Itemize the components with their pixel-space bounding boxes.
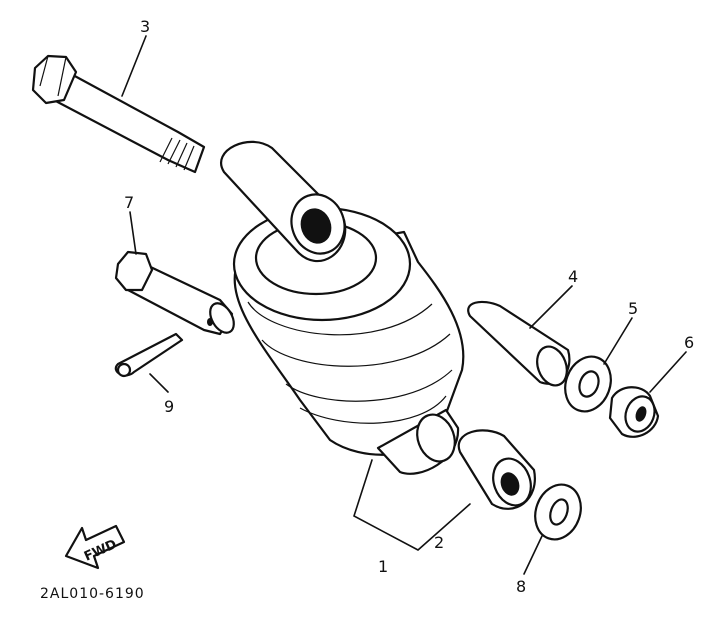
callout-6: 6 xyxy=(684,333,694,352)
callout-9: 9 xyxy=(164,397,174,416)
bushing-part-2 xyxy=(457,429,536,510)
pin-part-7 xyxy=(114,250,235,336)
callout-1: 1 xyxy=(378,557,388,576)
washer-part-5 xyxy=(564,355,612,413)
collar-part-4 xyxy=(467,300,571,387)
callout-7: 7 xyxy=(124,193,134,212)
callout-8: 8 xyxy=(516,577,526,596)
cotter-pin-part-9 xyxy=(114,332,184,378)
shock-absorber-part-1 xyxy=(220,140,465,475)
drawing-code: 2AL010-6190 xyxy=(40,586,145,602)
callout-numbers: 3 7 9 4 5 6 2 1 8 xyxy=(124,17,694,596)
bolt-part-3 xyxy=(31,54,206,174)
callout-2: 2 xyxy=(434,533,444,552)
leader-lines xyxy=(121,35,687,575)
nut-part-6 xyxy=(608,386,660,438)
washer-part-8 xyxy=(534,483,582,541)
callout-4: 4 xyxy=(568,267,578,286)
callout-3: 3 xyxy=(140,17,150,36)
callout-5: 5 xyxy=(628,299,638,318)
fwd-arrow-icon: FWD xyxy=(64,524,126,570)
